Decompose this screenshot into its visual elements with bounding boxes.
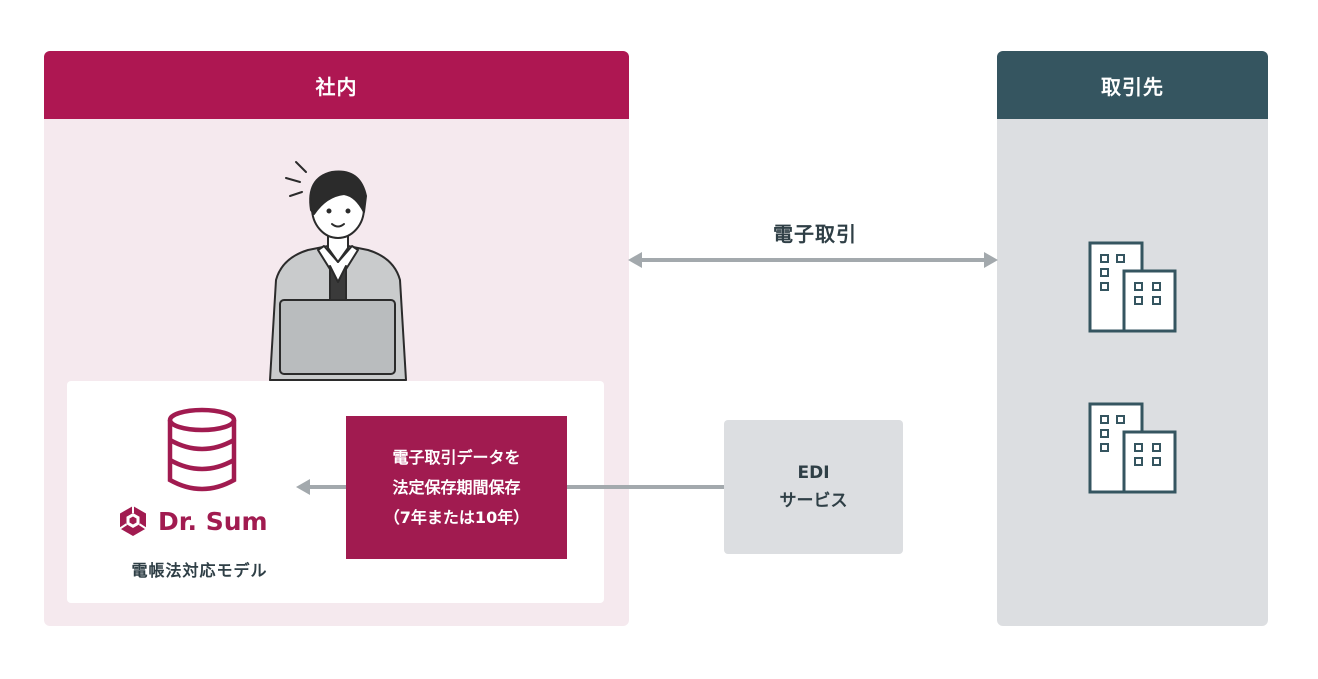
edi-line-2: サービス xyxy=(779,491,848,511)
storage-line-1: 電子取引データを xyxy=(392,447,521,467)
edi-line-1: EDI xyxy=(797,463,830,483)
product-caption: 電帳法対応モデル xyxy=(131,561,268,580)
person-laptop-icon xyxy=(269,161,407,381)
storage-line-3: （7年または10年） xyxy=(383,507,530,527)
partner-header: 取引先 xyxy=(997,51,1268,119)
building-icon xyxy=(1088,402,1177,494)
dr-sum-logo-icon xyxy=(119,506,147,536)
building-icon xyxy=(1088,241,1177,333)
partner-panel: 取引先 xyxy=(997,51,1268,626)
storage-box: 電子取引データを 法定保存期間保存 （7年または10年） xyxy=(346,416,567,559)
edi-service-box: EDI サービス xyxy=(724,420,903,554)
edge-label: 電子取引 xyxy=(773,222,857,246)
internal-header: 社内 xyxy=(44,51,629,119)
bidirectional-arrow xyxy=(628,252,998,268)
storage-arrow xyxy=(296,479,724,495)
product-name: Dr. Sum xyxy=(158,506,268,536)
dr-sum-brand: Dr. Sum xyxy=(116,504,268,538)
database-icon xyxy=(167,407,237,492)
storage-line-2: 法定保存期間保存 xyxy=(392,477,521,497)
